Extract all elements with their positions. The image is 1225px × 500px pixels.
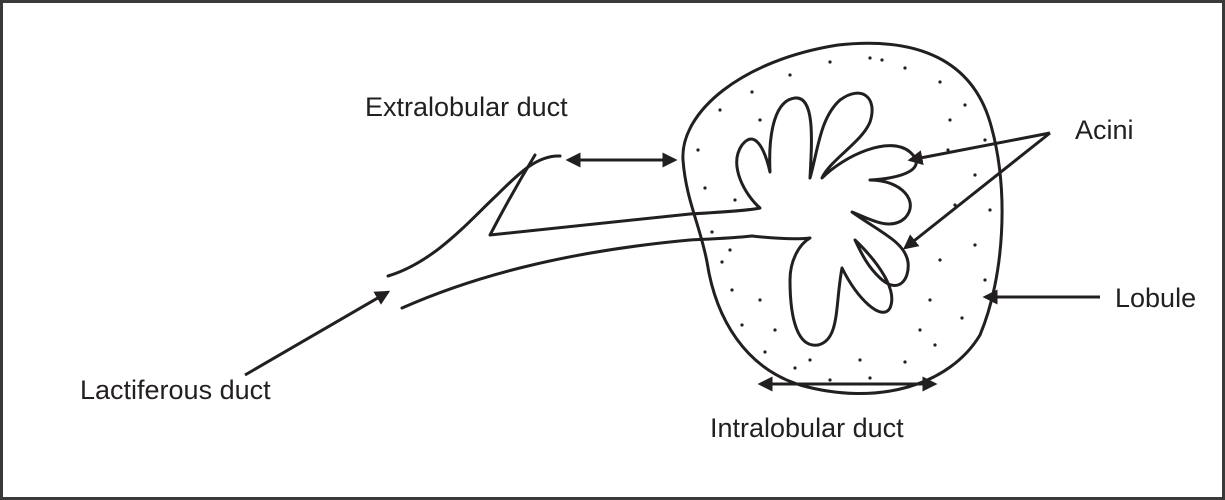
stipple-dot: [788, 73, 791, 76]
lobule-outline: [683, 43, 1002, 393]
lobule-stipple: [696, 56, 991, 381]
stipple-dot: [868, 376, 871, 379]
acini-arrow-upper: [910, 133, 1050, 160]
acini-arrow-lower: [905, 133, 1050, 248]
stipple-dot: [793, 366, 796, 369]
stipple-dot: [733, 198, 736, 201]
lactiferous-duct-arrow: [245, 292, 388, 375]
stipple-dot: [828, 60, 831, 63]
stipple-dot: [973, 243, 976, 246]
stipple-dot: [740, 323, 743, 326]
stipple-dot: [938, 258, 941, 261]
label-intralobular-duct: Intralobular duct: [710, 413, 904, 443]
stipple-dot: [703, 186, 706, 189]
lactiferous-duct-lower-wall: [402, 236, 752, 308]
stipple-dot: [758, 298, 761, 301]
stipple-dot: [763, 350, 766, 353]
lactiferous-duct-branch-wall: [490, 155, 690, 235]
stipple-dot: [696, 148, 699, 151]
stipple-dot: [918, 328, 921, 331]
stipple-dot: [960, 316, 963, 319]
stipple-dot: [933, 343, 936, 346]
stipple-dot: [828, 378, 831, 381]
acini-ductal-tree: [690, 93, 916, 345]
stipple-dot: [938, 80, 941, 83]
stipple-dot: [773, 328, 776, 331]
stipple-dot: [718, 108, 721, 111]
label-acini: Acini: [1075, 115, 1134, 145]
label-lactiferous-duct: Lactiferous duct: [80, 375, 271, 405]
stipple-dot: [868, 56, 871, 59]
stipple-dot: [880, 58, 883, 61]
stipple-dot: [948, 118, 951, 121]
stipple-dot: [858, 358, 861, 361]
stipple-dot: [808, 358, 811, 361]
stipple-dot: [928, 298, 931, 301]
stipple-dot: [730, 288, 733, 291]
lactiferous-duct-upper-wall: [388, 156, 560, 276]
stipple-dot: [728, 248, 731, 251]
label-lobule: Lobule: [1115, 283, 1196, 313]
stipple-dot: [720, 260, 723, 263]
stipple-dot: [710, 230, 713, 233]
stipple-dot: [973, 173, 976, 176]
label-extralobular-duct: Extralobular duct: [365, 92, 568, 122]
stipple-dot: [983, 278, 986, 281]
stipple-dot: [988, 208, 991, 211]
stipple-dot: [903, 360, 906, 363]
stipple-dot: [983, 138, 986, 141]
stipple-dot: [758, 118, 761, 121]
stipple-dot: [750, 90, 753, 93]
stipple-dot: [963, 103, 966, 106]
stipple-dot: [903, 66, 906, 69]
